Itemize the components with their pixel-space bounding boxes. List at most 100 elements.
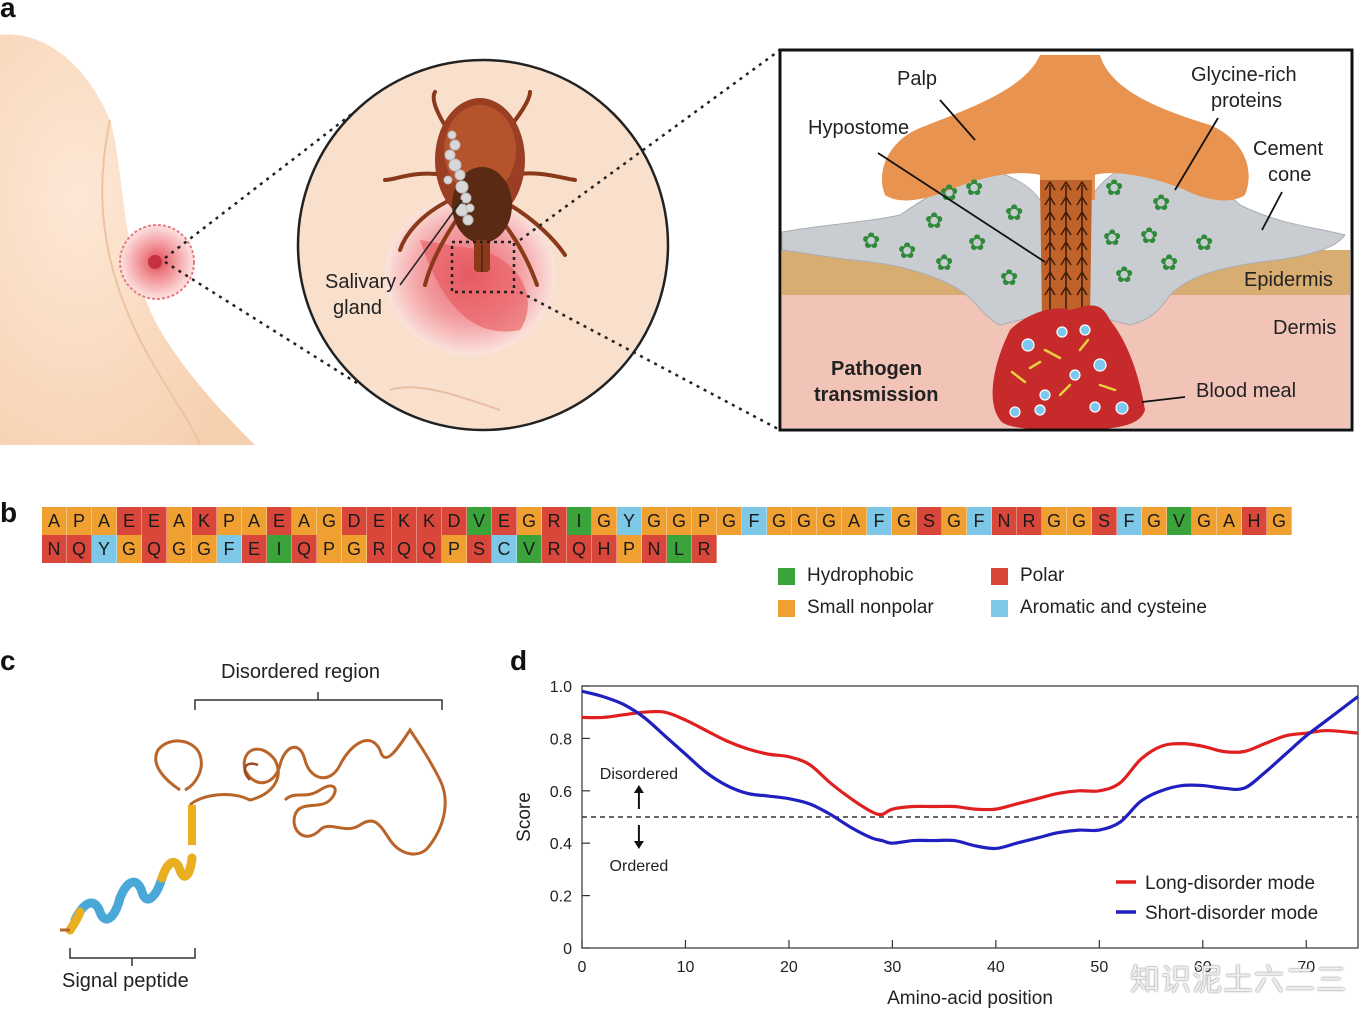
residue: F	[742, 507, 767, 535]
residue: P	[67, 507, 92, 535]
label-palp: Palp	[897, 68, 937, 90]
residue: A	[42, 507, 67, 535]
panel-label-a: a	[0, 0, 16, 23]
svg-text:✿: ✿	[1105, 175, 1123, 200]
residue: V	[517, 535, 542, 563]
annotation-ordered: Ordered	[610, 858, 669, 875]
residue: P	[442, 535, 467, 563]
label-signal-peptide: Signal peptide	[62, 970, 189, 992]
residue: I	[267, 535, 292, 563]
label-pathogen: transmission	[814, 384, 938, 406]
legend-hydrophobic: Hydrophobic	[778, 565, 914, 587]
residue: G	[717, 507, 742, 535]
legend-swatch	[778, 599, 795, 617]
residue: G	[792, 507, 817, 535]
legend-label: Aromatic and cysteine	[1020, 597, 1207, 618]
label-pathogen: Pathogen	[831, 358, 922, 380]
residue: R	[1017, 507, 1042, 535]
residue: P	[217, 507, 242, 535]
residue: L	[667, 535, 692, 563]
y-tick-label: 0.6	[550, 784, 572, 801]
residue: Q	[67, 535, 92, 563]
label-salivary-gland: Salivary	[325, 271, 396, 293]
residue: G	[517, 507, 542, 535]
residue: R	[367, 535, 392, 563]
residue: A	[92, 507, 117, 535]
connector-line	[164, 99, 371, 259]
arrow-down-head	[633, 841, 644, 849]
residue: G	[892, 507, 917, 535]
label-cement-cone: cone	[1268, 164, 1311, 186]
x-tick-label: 40	[987, 959, 1005, 976]
label-glycine-rich: Glycine-rich	[1191, 64, 1297, 86]
residue: Q	[292, 535, 317, 563]
x-tick-label: 10	[677, 959, 695, 976]
residue: N	[992, 507, 1017, 535]
residue: G	[767, 507, 792, 535]
residue: G	[642, 507, 667, 535]
panel-c-structure: Disordered region Signal peptide	[60, 661, 447, 992]
connector-line	[519, 48, 781, 242]
x-tick-label: 70	[1297, 959, 1315, 976]
x-tick-label: 60	[1194, 959, 1212, 976]
residue: G	[342, 535, 367, 563]
svg-text:✿: ✿	[1103, 225, 1121, 250]
legend-label: Short-disorder mode	[1145, 903, 1318, 924]
legend-label: Polar	[1020, 565, 1065, 586]
feeding-site-inset: ✿✿✿ ✿✿✿ ✿✿✿ ✿✿✿ ✿✿✿ ✿	[778, 48, 1354, 432]
residue: A	[842, 507, 867, 535]
residue: S	[917, 507, 942, 535]
residue: Q	[567, 535, 592, 563]
y-tick-label: 0.4	[550, 836, 572, 853]
x-tick-label: 50	[1090, 959, 1108, 976]
svg-text:✿: ✿	[968, 230, 986, 255]
svg-text:✿: ✿	[1000, 265, 1018, 290]
residue: D	[342, 507, 367, 535]
residue: F	[967, 507, 992, 535]
legend-label: Hydrophobic	[807, 565, 914, 586]
y-axis-label: Score	[514, 792, 535, 842]
residue: A	[1217, 507, 1242, 535]
residue: R	[542, 507, 567, 535]
label-cement-cone: Cement	[1253, 138, 1323, 160]
residue: R	[542, 535, 567, 563]
residue: K	[392, 507, 417, 535]
residue: P	[317, 535, 342, 563]
residue: G	[942, 507, 967, 535]
y-tick-label: 0	[563, 941, 572, 958]
label-hypostome: Hypostome	[808, 117, 909, 139]
residue: E	[142, 507, 167, 535]
y-tick-label: 0.8	[550, 731, 572, 748]
residue: E	[117, 507, 142, 535]
residue: G	[1192, 507, 1217, 535]
residue: E	[492, 507, 517, 535]
residue: G	[1042, 507, 1067, 535]
arrow-up-head	[633, 785, 644, 793]
residue: V	[1167, 507, 1192, 535]
residue: F	[867, 507, 892, 535]
svg-text:✿: ✿	[935, 250, 953, 275]
annotation-disordered: Disordered	[600, 766, 678, 783]
residue: C	[492, 535, 517, 563]
residue: G	[667, 507, 692, 535]
residue: Y	[617, 507, 642, 535]
legend-polar: Polar	[991, 565, 1064, 587]
legend-swatch	[778, 567, 795, 585]
panel-a-illustration: ✿✿✿ ✿✿✿ ✿✿✿ ✿✿✿ ✿✿✿ ✿ Salivary gland Pal…	[0, 34, 1354, 446]
svg-text:✿: ✿	[1140, 223, 1158, 248]
label-dermis: Dermis	[1273, 317, 1336, 339]
svg-text:✿: ✿	[1195, 230, 1213, 255]
legend-swatch	[991, 567, 1008, 585]
x-tick-label: 0	[578, 959, 587, 976]
label-blood-meal: Blood meal	[1196, 380, 1296, 402]
residue: E	[242, 535, 267, 563]
bite-mark	[119, 224, 195, 300]
label-glycine-rich: proteins	[1211, 90, 1282, 112]
legend-label: Long-disorder mode	[1145, 873, 1315, 894]
svg-text:✿: ✿	[1160, 250, 1178, 275]
y-tick-label: 0.2	[550, 889, 572, 906]
series-line-long	[581, 709, 1359, 817]
svg-text:✿: ✿	[1115, 262, 1133, 287]
